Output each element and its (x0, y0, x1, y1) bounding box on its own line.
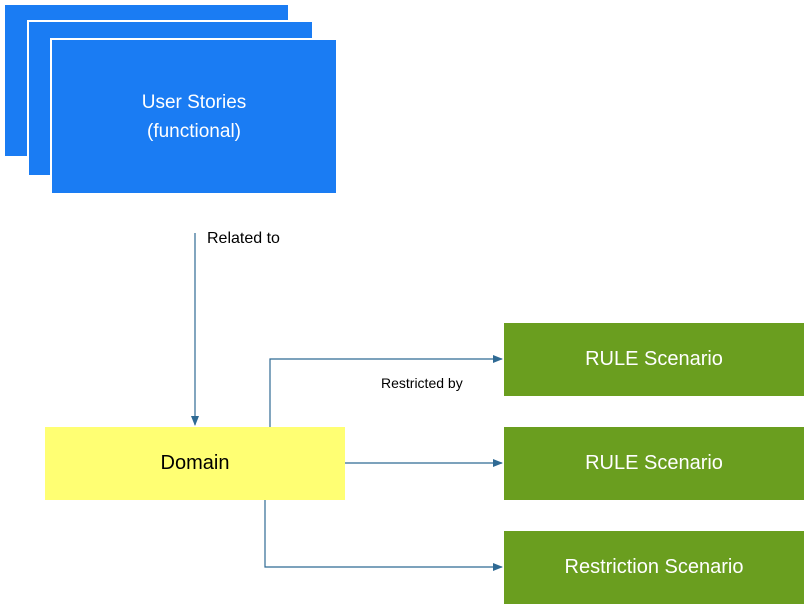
restricted-by-label: Restricted by (381, 375, 463, 391)
user-stories-title: User Stories (functional) (142, 88, 247, 146)
restriction-scenario-label: Restriction Scenario (564, 556, 744, 578)
domain-to-rule-1-arrow (269, 355, 503, 427)
restriction-scenario-box: Restriction Scenario (504, 531, 804, 604)
rule-scenario-label-1: RULE Scenario (585, 348, 723, 370)
user-stories-line2: (functional) (147, 120, 241, 142)
domain-to-restriction-arrow (264, 500, 503, 571)
user-stories-line1: User Stories (141, 91, 247, 113)
rule-scenario-label-2: RULE Scenario (585, 452, 723, 474)
rule-scenario-box-2: RULE Scenario (504, 427, 804, 500)
domain-label: Domain (160, 452, 230, 474)
rule-scenario-box-1: RULE Scenario (504, 323, 804, 396)
user-stories-card-front: User Stories (functional) (50, 38, 338, 195)
domain-box: Domain (45, 427, 345, 500)
related-to-label: Related to (207, 230, 280, 247)
